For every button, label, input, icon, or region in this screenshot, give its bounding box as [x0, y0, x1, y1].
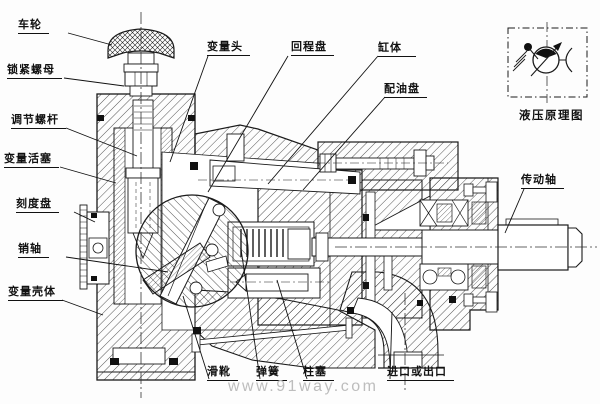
label-adjust-screw: 调节螺杆: [11, 114, 66, 130]
label-cylinder-body: 缸体: [378, 42, 416, 58]
bolt-part: [316, 149, 448, 177]
label-plunger: 柱塞: [303, 366, 334, 382]
label-lock-nut: 锁紧螺母: [7, 64, 62, 80]
label-variable-head: 变量头: [207, 41, 250, 57]
swash-plate-part: [135, 194, 249, 308]
schematic-caption: 液压原理图: [519, 110, 584, 122]
leader-lines: [59, 32, 525, 380]
label-wheel: 车轮: [18, 19, 49, 35]
label-drive-shaft: 传动轴: [521, 174, 564, 190]
label-valve-plate: 配油盘: [384, 83, 427, 99]
label-variable-piston: 变量活塞: [4, 153, 59, 169]
label-pin-shaft: 销轴: [18, 243, 49, 259]
seal-dots: [190, 162, 456, 334]
centerlines: [140, 12, 597, 398]
label-variable-housing: 变量壳体: [8, 286, 63, 302]
hydraulic-schematic-symbol: [507, 22, 588, 103]
watermark-text: www.91way.com: [228, 378, 379, 395]
label-dial: 刻度盘: [16, 198, 59, 214]
label-inlet-outlet: 进口或出口: [387, 366, 454, 382]
label-spring: 弹簧: [256, 366, 287, 382]
label-slipper: 滑靴: [207, 366, 238, 382]
label-return-plate: 回程盘: [291, 41, 334, 57]
bearing-part: [419, 181, 498, 313]
dial-part: [79, 204, 110, 290]
